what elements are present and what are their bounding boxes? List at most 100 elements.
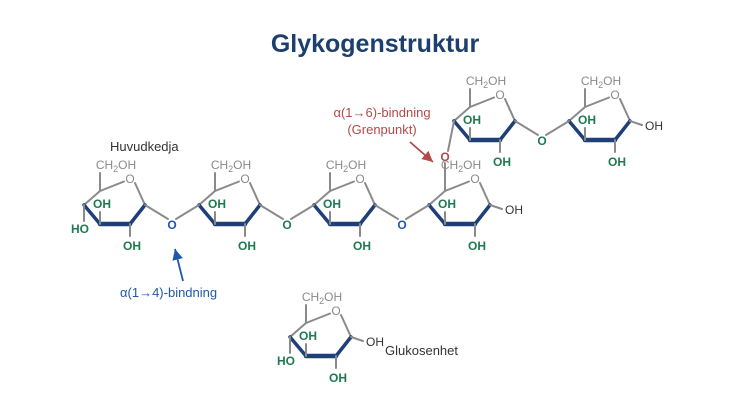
ch2oh-label: CH2OH (211, 158, 251, 174)
ring-oxygen: O (610, 88, 619, 102)
hydroxyl-label: OH (438, 197, 456, 211)
hydroxyl-label: OH (323, 197, 341, 211)
bond (453, 106, 471, 122)
bond (249, 182, 261, 206)
branch-oxygen: O (440, 150, 449, 164)
alpha-1-6-arrow (409, 141, 434, 163)
bond (175, 204, 200, 220)
hydroxyl-label: OH (123, 239, 141, 253)
ch2oh-label: CH2OH (326, 158, 366, 174)
bond (374, 204, 399, 220)
bond (259, 204, 284, 220)
bond (83, 190, 101, 206)
bond (504, 98, 516, 122)
glycosidic-oxygen: O (167, 218, 176, 232)
bond (469, 96, 495, 108)
bond (305, 312, 331, 324)
bond (99, 180, 125, 192)
hydroxyl-label: OH (299, 329, 317, 343)
hydroxyl-label: OH (463, 113, 481, 127)
ch2oh-label: CH2OH (302, 290, 342, 306)
hydroxyl-label: OH (578, 113, 596, 127)
bond (479, 182, 491, 206)
front-bond (243, 203, 262, 226)
front-bond (128, 203, 147, 226)
hydroxyl-label: OH (353, 239, 371, 253)
glycosidic-oxygen: O (397, 218, 406, 232)
hydroxyl-label: OH (238, 239, 256, 253)
bond (134, 182, 146, 206)
hydroxyl-label: OH (608, 155, 626, 169)
glycosidic-oxygen: O (282, 218, 291, 232)
bond (514, 120, 539, 136)
bond (568, 106, 586, 122)
front-bond (613, 119, 632, 142)
hydroxyl-label: OH (468, 239, 486, 253)
front-bond (312, 203, 332, 226)
alpha-1-4-arrow (172, 248, 184, 282)
ring-oxygen: O (495, 88, 504, 102)
hydroxyl-label: OH (493, 155, 511, 169)
bond (489, 204, 503, 210)
front-bond (82, 203, 102, 226)
diagram-title: Glykogenstruktur (271, 30, 480, 58)
glucose-rings: OCH2OHHOOHOHOCH2OHOHOHOCH2OHOHOHOCH2OHOH… (71, 74, 663, 385)
bond (289, 322, 307, 338)
alpha-1-6-label: α(1→6)-bindning (333, 105, 430, 120)
front-bond (567, 119, 587, 142)
hydroxyl-label: HO (277, 354, 295, 368)
main-chain-label: Huvudkedja (110, 139, 179, 154)
bond (428, 190, 446, 206)
front-bond (452, 119, 472, 142)
ch2oh-label: CH2OH (466, 74, 506, 90)
bond (329, 180, 355, 192)
front-bond (498, 119, 517, 142)
hydroxyl-label: OH (329, 371, 347, 385)
hydroxyl-label: OH (366, 335, 384, 349)
bond (350, 336, 364, 342)
ring-oxygen: O (331, 304, 340, 318)
bond (619, 98, 631, 122)
front-bond (427, 203, 447, 226)
glucose-unit-label: Glukosenhet (385, 343, 458, 358)
bond (364, 182, 376, 206)
bond (214, 180, 240, 192)
front-bond (197, 203, 217, 226)
hydroxyl-label: OH (208, 197, 226, 211)
ch2oh-label: CH2OH (581, 74, 621, 90)
bond (584, 96, 610, 108)
alpha-1-6-sublabel: (Grenpunkt) (347, 122, 416, 137)
bond (313, 190, 331, 206)
bond (629, 120, 643, 126)
ring-oxygen: O (470, 172, 479, 186)
alpha-1-4-label: α(1→4)-bindning (120, 285, 217, 300)
ring-oxygen: O (125, 172, 134, 186)
bond (340, 314, 352, 338)
glycosidic-links: O O O O O (144, 120, 570, 232)
ch2oh-label: CH2OH (96, 158, 136, 174)
bond (144, 204, 169, 220)
front-bond (288, 335, 308, 358)
glycosidic-oxygen: O (537, 134, 546, 148)
bond (545, 120, 570, 136)
ring-oxygen: O (355, 172, 364, 186)
hydroxyl-label: OH (505, 203, 523, 217)
front-bond (358, 203, 377, 226)
bond (447, 120, 455, 152)
bond (444, 180, 470, 192)
hydroxyl-label: HO (71, 222, 89, 236)
ring-oxygen: O (240, 172, 249, 186)
bond (405, 204, 430, 220)
front-bond (473, 203, 492, 226)
hydroxyl-label: OH (93, 197, 111, 211)
bond (290, 204, 315, 220)
front-bond (334, 335, 353, 358)
